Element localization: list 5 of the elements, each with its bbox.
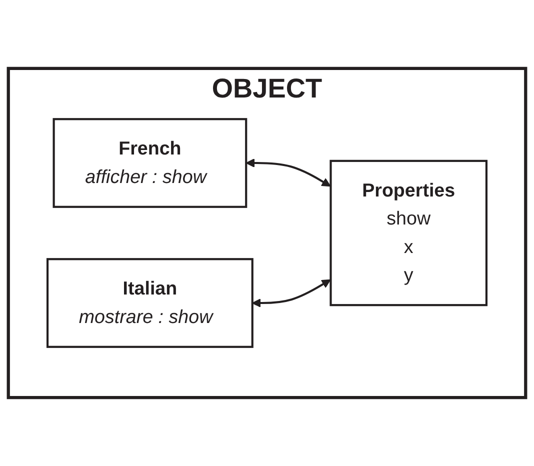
arrow: [246, 158, 331, 187]
node-box: Italian mostrare : show: [46, 258, 254, 348]
node-box: French afficher : show: [52, 118, 248, 208]
node-box: Properties show x y: [330, 160, 488, 306]
arrow: [252, 279, 331, 308]
